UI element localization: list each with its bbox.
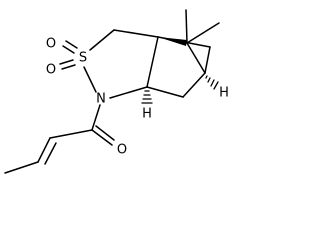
bond-c7a-ch2-lower — [146, 86, 184, 98]
bond-s-o-bottom-a — [59, 59, 74, 65]
molecule-canvas: O S O N O H H — [4, 9, 229, 174]
bond-bridge-methyl-a — [185, 9, 188, 44]
bond-s-o-left-b — [62, 45, 75, 54]
bond-c7a-cq — [146, 36, 159, 88]
bond-ch2-lower-bridgehead — [182, 72, 206, 98]
bond-carbonyl-o-b — [95, 125, 115, 141]
bond-bridge-bridgehead — [186, 42, 206, 74]
bond-ring-junction-h-hash — [141, 90, 153, 104]
bond-s-n — [83, 66, 97, 93]
atom-labels: O S O N O H H — [46, 37, 229, 158]
bond-bridgehead-h-hash — [205, 75, 219, 90]
bond-n-carbonyl — [91, 104, 101, 131]
bond-s-o-bottom-b — [61, 64, 76, 70]
structure-drawing: O S O N O H H — [4, 9, 229, 174]
atom-sulfur: S — [79, 51, 87, 66]
bond-alpha-beta-a — [37, 137, 51, 163]
bond-ch2-cq — [113, 29, 159, 38]
atom-oxygen-carbonyl: O — [117, 143, 127, 158]
atom-oxygen-sulfonyl-bottom: O — [46, 63, 56, 78]
bond-carbonyl-alpha — [49, 129, 93, 139]
bond-alpha-beta-b — [44, 142, 57, 165]
bond-beta-methyl — [4, 161, 39, 174]
bonds — [4, 9, 220, 174]
bond-n-c7a — [109, 86, 148, 99]
bond-s-o-left-a — [65, 40, 78, 49]
bond-s-ch2 — [89, 29, 115, 51]
atom-oxygen-sulfonyl-left: O — [46, 37, 56, 52]
atom-hydrogen-ring-junction: H — [142, 107, 152, 122]
atom-hydrogen-bridgehead: H — [219, 86, 229, 101]
atom-nitrogen: N — [96, 92, 106, 107]
bond-carbonyl-o-a — [91, 129, 113, 146]
bond-cq-bridge-wedge — [158, 37, 187, 46]
bond-bridge-methyl-b — [186, 22, 220, 44]
bond-ch2-upper-bridgehead — [204, 46, 211, 74]
